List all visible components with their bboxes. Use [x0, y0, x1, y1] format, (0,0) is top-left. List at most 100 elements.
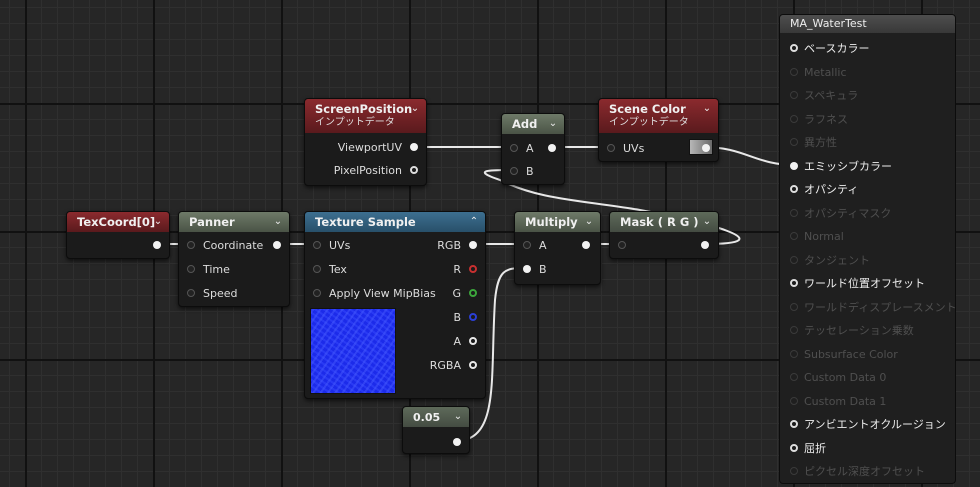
input-pin-tex[interactable]	[313, 265, 321, 273]
material-input-pin[interactable]	[790, 373, 798, 381]
material-pin-row[interactable]: 屈折	[790, 442, 826, 455]
node-texture-sample[interactable]: Texture Sample ⌃ UVs Tex Apply View MipB…	[304, 211, 486, 399]
material-input-pin[interactable]	[790, 161, 798, 170]
material-pin-row[interactable]: ワールド位置オフセット	[790, 277, 925, 290]
material-pin-row[interactable]: Metallic	[790, 66, 847, 79]
output-pin[interactable]	[453, 438, 461, 446]
pin-label: PixelPosition	[333, 164, 402, 177]
pin-label: UVs	[623, 142, 645, 155]
node-texcoord[interactable]: TexCoord[0] ⌄	[66, 211, 170, 259]
chevron-down-icon[interactable]: ⌄	[153, 216, 163, 227]
node-mask[interactable]: Mask ( R G ) ⌄	[609, 211, 719, 259]
material-pin-label: Custom Data 0	[804, 371, 887, 384]
material-input-pin[interactable]	[790, 208, 798, 217]
material-pin-row[interactable]: オパシティ	[790, 183, 858, 196]
material-input-pin[interactable]	[790, 138, 798, 146]
output-pin-rgb[interactable]	[469, 241, 477, 249]
output-pin-b[interactable]	[469, 313, 477, 321]
material-input-pin[interactable]	[790, 302, 798, 311]
node-scene-color[interactable]: Scene Color インプットデータ ⌄ UVs	[598, 98, 719, 162]
material-pin-row[interactable]: ベースカラー	[790, 42, 869, 55]
material-pin-label: スペキュラ	[804, 89, 859, 102]
output-pin[interactable]	[582, 241, 590, 249]
chevron-up-icon[interactable]: ⌃	[469, 216, 479, 227]
node-panner[interactable]: Panner ⌄ Coordinate Time Speed	[178, 211, 290, 307]
chevron-down-icon[interactable]: ⌄	[702, 216, 712, 227]
output-pin[interactable]	[701, 241, 709, 249]
material-pin-row[interactable]: ラフネス	[790, 113, 848, 126]
material-input-pin[interactable]	[790, 114, 798, 123]
node-title: Texture Sample	[315, 215, 416, 229]
material-pin-label: ワールド位置オフセット	[804, 277, 925, 290]
material-pin-row[interactable]: スペキュラ	[790, 89, 858, 102]
node-screen-position[interactable]: ScreenPosition インプットデータ ⌄ ViewportUV Pix…	[304, 98, 427, 186]
material-pin-row[interactable]: タンジェント	[790, 254, 870, 267]
material-input-pin[interactable]	[790, 91, 798, 99]
input-pin[interactable]	[618, 241, 626, 249]
input-pin-coordinate[interactable]	[187, 241, 195, 249]
material-pin-row[interactable]: Subsurface Color	[790, 348, 898, 361]
node-title: Scene Color	[609, 102, 686, 116]
node-subtitle: インプットデータ	[609, 117, 689, 128]
input-pin-speed[interactable]	[187, 289, 195, 297]
pin-label: Coordinate	[203, 239, 264, 252]
input-pin-a[interactable]	[510, 144, 518, 152]
material-pin-label: Normal	[804, 230, 844, 243]
material-input-pin[interactable]	[790, 44, 798, 52]
node-multiply[interactable]: Multiply ⌄ A B	[514, 211, 601, 285]
material-input-pin[interactable]	[790, 326, 798, 334]
input-pin-a[interactable]	[523, 241, 531, 249]
material-pin-row[interactable]: Custom Data 1	[790, 395, 886, 408]
pin-label: UVs	[329, 239, 351, 252]
output-pin[interactable]	[273, 241, 281, 249]
material-pin-label: オパシティマスク	[804, 206, 892, 220]
material-input-pin[interactable]	[790, 185, 798, 193]
chevron-down-icon[interactable]: ⌄	[548, 118, 558, 129]
material-pin-row[interactable]: Normal	[790, 230, 844, 243]
chevron-down-icon[interactable]: ⌄	[702, 103, 712, 114]
material-pin-row[interactable]: ワールドディスプレースメント	[790, 301, 957, 314]
output-pin-viewportuv[interactable]	[410, 143, 418, 151]
output-pin-rgba[interactable]	[469, 361, 477, 369]
material-pin-row[interactable]: テッセレーション乗数	[790, 324, 914, 337]
chevron-down-icon[interactable]: ⌄	[273, 216, 283, 227]
material-input-pin[interactable]	[790, 232, 798, 240]
output-pin[interactable]	[548, 144, 556, 152]
material-pin-row[interactable]: 異方性	[790, 136, 837, 149]
node-add[interactable]: Add ⌄ A B	[501, 113, 565, 185]
material-input-pin[interactable]	[790, 420, 798, 428]
input-pin-b[interactable]	[523, 265, 531, 273]
pin-label: Apply View MipBias	[329, 287, 436, 300]
material-pin-row[interactable]: エミッシブカラー	[790, 160, 892, 173]
material-input-pin[interactable]	[790, 349, 798, 358]
input-pin-b[interactable]	[510, 167, 518, 175]
output-pin[interactable]	[153, 241, 161, 249]
material-pin-row[interactable]: アンビエントオクルージョン	[790, 418, 946, 431]
material-input-pin[interactable]	[790, 467, 798, 475]
input-pin-uvs[interactable]	[607, 144, 615, 152]
output-pin[interactable]	[702, 144, 710, 152]
material-input-pin[interactable]	[790, 396, 798, 405]
chevron-down-icon[interactable]: ⌄	[584, 216, 594, 227]
output-pin-a[interactable]	[469, 337, 477, 345]
input-pin-time[interactable]	[187, 265, 195, 273]
output-pin-pixelposition[interactable]	[410, 166, 418, 174]
node-constant[interactable]: 0.05 ⌄	[402, 406, 470, 454]
material-pin-row[interactable]: Custom Data 0	[790, 371, 886, 384]
material-pin-label: Subsurface Color	[804, 347, 898, 361]
material-input-pin[interactable]	[790, 67, 798, 76]
material-pin-row[interactable]: オパシティマスク	[790, 207, 891, 220]
output-pin-g[interactable]	[469, 289, 477, 297]
chevron-down-icon[interactable]: ⌄	[453, 411, 463, 422]
material-input-pin[interactable]	[790, 443, 798, 452]
node-header: Texture Sample	[305, 212, 485, 232]
chevron-down-icon[interactable]: ⌄	[410, 103, 420, 114]
input-pin-uvs[interactable]	[313, 241, 321, 249]
output-pin-r[interactable]	[469, 265, 477, 273]
material-pin-row[interactable]: ピクセル深度オフセット	[790, 465, 925, 478]
material-input-pin[interactable]	[790, 255, 798, 264]
material-input-pin[interactable]	[790, 279, 798, 287]
input-pin-mipbias[interactable]	[313, 289, 321, 297]
pin-label: G	[452, 287, 461, 300]
